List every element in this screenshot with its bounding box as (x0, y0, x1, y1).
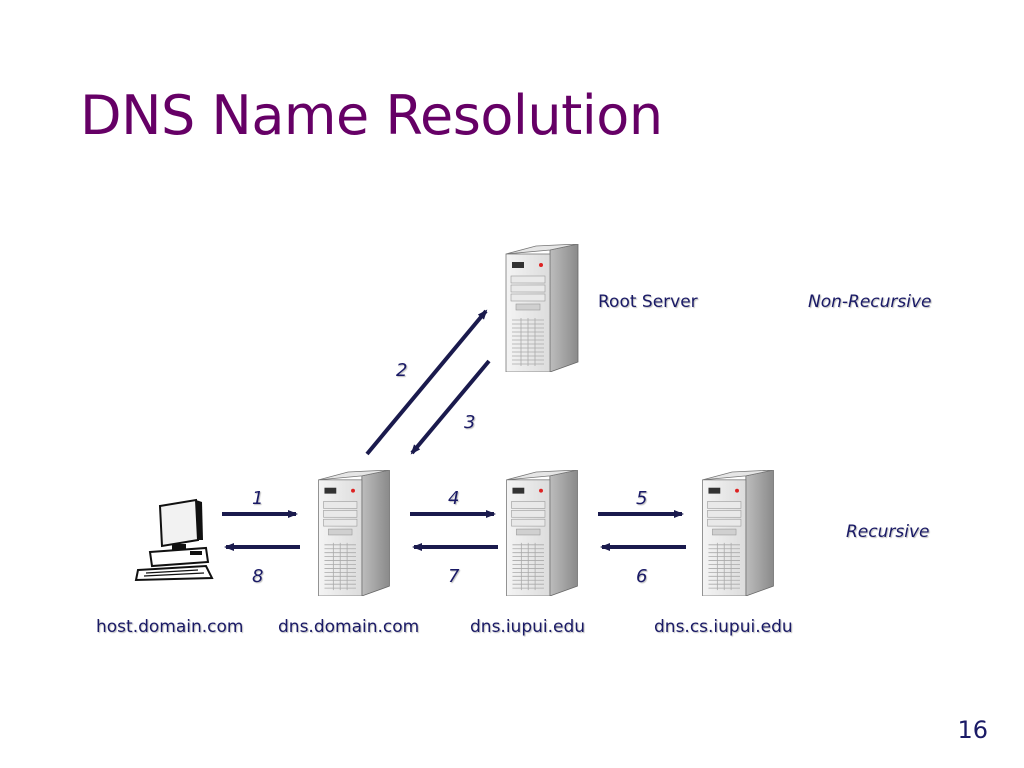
dns-iupui-server-icon (506, 470, 578, 596)
step-7-label: 7 (448, 566, 460, 587)
slide-title: DNS Name Resolution (80, 84, 663, 147)
step-8-label: 8 (252, 566, 264, 587)
recursive-label: Recursive (846, 522, 930, 542)
dns-domain-label: dns.domain.com (278, 617, 420, 637)
step-2-label: 2 (396, 360, 408, 381)
step-6-label: 6 (636, 566, 648, 587)
step-4-label: 4 (448, 488, 460, 509)
arrow-2 (365, 309, 488, 456)
dns-domain-server-icon (318, 470, 390, 596)
dns-iupui-label: dns.iupui.edu (470, 617, 586, 637)
root-server-label: Root Server (598, 292, 698, 312)
dns-cs-iupui-server-icon (702, 470, 774, 596)
step-5-label: 5 (636, 488, 648, 509)
desktop-computer-icon (134, 498, 214, 582)
dns-cs-iupui-label: dns.cs.iupui.edu (654, 617, 793, 637)
page-number: 16 (957, 716, 988, 744)
step-1-label: 1 (252, 488, 264, 509)
non-recursive-label: Non-Recursive (808, 292, 932, 312)
arrow-3 (410, 359, 491, 455)
host-label: host.domain.com (96, 617, 244, 637)
step-3-label: 3 (464, 412, 476, 433)
root-server-icon (505, 244, 579, 372)
